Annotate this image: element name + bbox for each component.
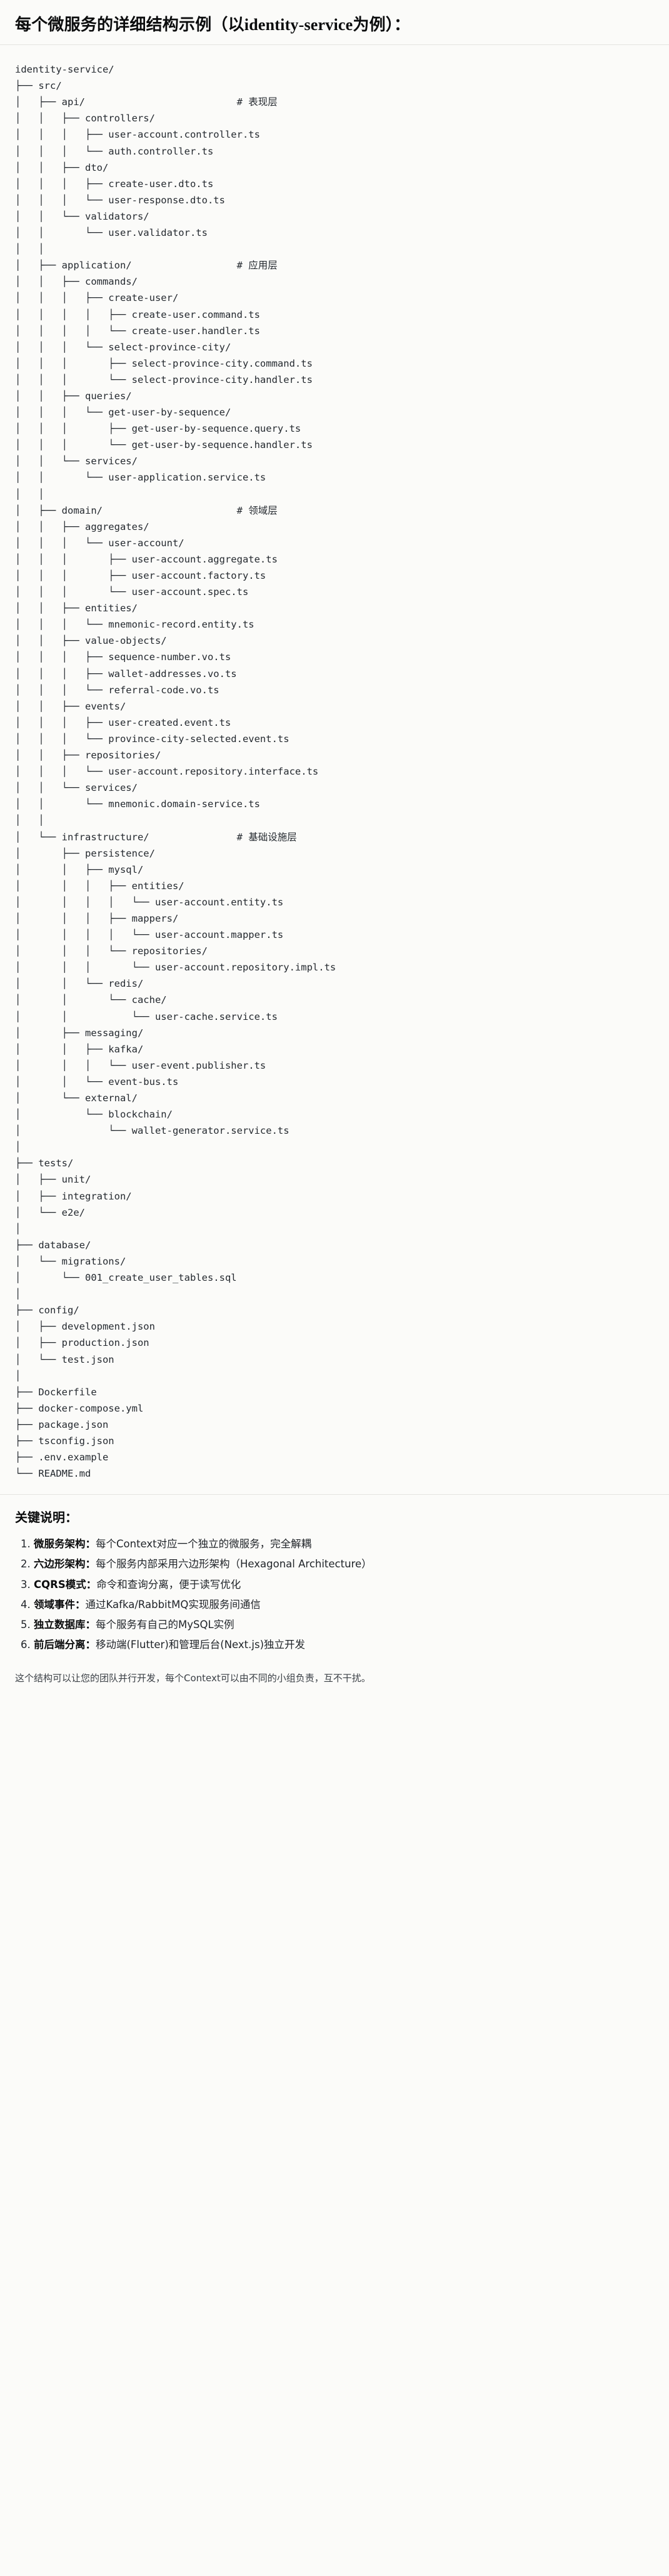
key-notes-list: 微服务架构：每个Context对应一个独立的微服务，完全解耦 六边形架构：每个服…	[15, 1534, 654, 1655]
note-separator: ：	[85, 1618, 96, 1631]
note-desc: 每个服务有自己的MySQL实例	[96, 1618, 234, 1631]
list-item: 领域事件：通过Kafka/RabbitMQ实现服务间通信	[34, 1595, 654, 1615]
note-desc: 每个服务内部采用六边形架构（Hexagonal Architecture）	[96, 1558, 372, 1571]
note-term: 独立数据库	[34, 1618, 86, 1631]
note-term: 六边形架构	[34, 1558, 86, 1571]
note-term: 前后端分离	[34, 1639, 86, 1651]
directory-tree: identity-service/ ├── src/ │ ├── api/ # …	[15, 64, 336, 1480]
note-separator: ：	[75, 1598, 86, 1611]
note-separator: ：	[86, 1578, 97, 1591]
closing-note: 这个结构可以让您的团队并行开发，每个Context可以由不同的小组负责，互不干扰…	[0, 1661, 669, 1704]
note-term: 领域事件	[34, 1598, 75, 1611]
list-item: 微服务架构：每个Context对应一个独立的微服务，完全解耦	[34, 1534, 654, 1554]
note-desc: 命令和查询分离，便于读写优化	[96, 1578, 241, 1591]
document-header: 每个微服务的详细结构示例（以identity-service为例）：	[0, 0, 669, 46]
note-term: CQRS模式	[34, 1578, 86, 1591]
list-item: 前后端分离：移动端(Flutter)和管理后台(Next.js)独立开发	[34, 1635, 654, 1655]
key-notes-section: 关键说明： 微服务架构：每个Context对应一个独立的微服务，完全解耦 六边形…	[0, 1494, 669, 1662]
note-desc: 移动端(Flutter)和管理后台(Next.js)独立开发	[96, 1639, 306, 1651]
note-separator: ：	[85, 1639, 96, 1651]
note-desc: 通过Kafka/RabbitMQ实现服务间通信	[85, 1598, 261, 1611]
note-separator: ：	[85, 1538, 96, 1550]
directory-tree-block: identity-service/ ├── src/ │ ├── api/ # …	[0, 45, 669, 1495]
note-separator: ：	[85, 1558, 96, 1571]
list-item: CQRS模式：命令和查询分离，便于读写优化	[34, 1575, 654, 1595]
key-notes-title: 关键说明：	[15, 1510, 78, 1525]
list-item: 独立数据库：每个服务有自己的MySQL实例	[34, 1615, 654, 1635]
note-desc: 每个Context对应一个独立的微服务，完全解耦	[96, 1538, 312, 1550]
list-item: 六边形架构：每个服务内部采用六边形架构（Hexagonal Architectu…	[34, 1554, 654, 1574]
document-page: 每个微服务的详细结构示例（以identity-service为例）： ident…	[0, 0, 669, 1703]
page-title: 每个微服务的详细结构示例（以identity-service为例）：	[15, 16, 411, 34]
note-term: 微服务架构	[34, 1538, 86, 1550]
